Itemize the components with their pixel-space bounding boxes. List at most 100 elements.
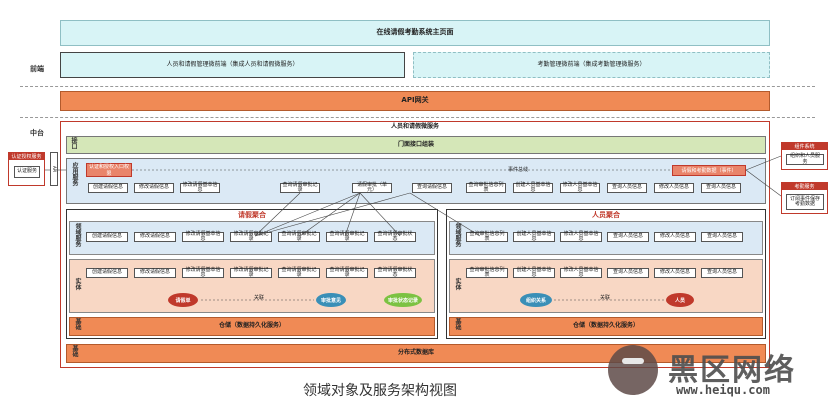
app-service-item-label: 请假审批（单元） (356, 181, 387, 193)
leave-entity-item-label: 修改请假信息 (139, 269, 170, 276)
leave-entity-item: 修改请假审批记录 (230, 267, 272, 278)
leave-base-label: 仓储（数据持久化服务） (218, 322, 285, 330)
leave-domain-item-label: 修改请假审批记录 (233, 230, 269, 242)
person-entity-item-label: 查询人员信息 (706, 269, 737, 276)
distributed-db-label: 分布式数据库 (397, 349, 434, 357)
left-auth-title-box: 认证授权服务 (8, 152, 45, 160)
person-domain-item: 查询人员信息 (701, 232, 743, 242)
watermark-text: 黑区网络 (668, 353, 796, 388)
app-service-item-label: 查询请假审批记录 (282, 181, 318, 193)
right-org-connector (745, 155, 782, 171)
person-domain-item: 修改人员信息 (654, 232, 696, 242)
person-entity-item: 修改人员基本信息 (560, 267, 602, 278)
right-attendance-title-box: 考勤服务 (781, 182, 828, 190)
leave-entity-item: 查询请假审批记录 (278, 266, 320, 278)
person-domain-item: 查询审批信息列表 (466, 230, 508, 242)
person-relation-label: 关联 (600, 295, 611, 301)
right-attendance-title: 考勤服务 (794, 183, 815, 190)
right-attendance-connector (745, 169, 782, 197)
right-org-title: 组件系统 (794, 143, 815, 150)
interface-label: 接口 (70, 137, 77, 149)
person-domain-item-label: 查询审批信息列表 (469, 230, 505, 242)
dashed-divider-mid (20, 117, 815, 118)
person-entity-name-1: 组织关系 (525, 297, 546, 304)
leave-entity-name-1: 请假单 (175, 297, 191, 304)
left-auth-item: 认证服务 (16, 168, 37, 175)
leave-domain-item: 修改请假基本信息 (182, 231, 224, 242)
left-auth-title: 认证授权服务 (11, 153, 42, 160)
cross-link-3 (344, 192, 361, 237)
right-org-item: 组织和人员服务 (789, 153, 820, 165)
cross-link-4 (359, 192, 401, 237)
leave-domain-item: 查询请假审批状态 (374, 231, 416, 242)
person-base-side-label: 基础 (454, 318, 461, 330)
person-entity-item: 查询人员信息 (701, 268, 743, 278)
api-gateway-bar: API网关 (60, 91, 770, 111)
portal-title-bar: 在线请假考勤系统主页面 (60, 20, 770, 46)
leave-entity-item-label: 查询请假审批记录 (281, 266, 317, 278)
interface-bar-label: 门面接口组装 (397, 140, 434, 148)
dashed-divider-top (20, 86, 815, 87)
app-service-item: 查询请假信息 (412, 183, 452, 193)
leave-domain-item-label: 创建请假信息 (91, 233, 122, 240)
app-service-item-label: 查询请假信息 (416, 184, 447, 191)
person-domain-label: 领域服务 (454, 223, 461, 247)
person-entity-label: 实体 (454, 278, 461, 290)
leave-domain-item-label: 修改请假信息 (139, 233, 170, 240)
app-service-item-label: 修改请假基本信息 (182, 181, 218, 193)
leave-base-side-label: 基础 (74, 318, 81, 330)
cross-link-7 (254, 192, 301, 237)
app-service-item-label: 创建请假信息 (92, 184, 123, 191)
person-domain-item: 创建人员基本信息 (513, 231, 555, 242)
leave-domain-item-label: 查询请假审批记录 (329, 230, 365, 242)
event-bus-label: 事件总线 (508, 167, 529, 173)
watermark-logo (608, 345, 658, 395)
leave-entity-item-label: 创建请假信息 (91, 269, 122, 276)
leave-entity-name-3: 审批状态记录 (387, 297, 418, 304)
app-service-item: 查询请假审批记录 (280, 181, 320, 193)
app-service-item: 创建人员基本信息 (513, 182, 553, 193)
app-service-label: 应用服务 (71, 162, 78, 186)
cross-link-2 (299, 192, 361, 237)
app-service-item: 创建请假信息 (88, 183, 128, 193)
app-service-item-label: 查询人员信息 (705, 184, 736, 191)
person-entity-item: 查询人员信息 (607, 268, 649, 278)
app-service-item: 查询人员信息 (607, 183, 647, 193)
app-service-band (66, 158, 766, 204)
leave-entity-oval-2: 审批意见 (316, 293, 346, 307)
cross-link-6 (254, 192, 411, 237)
leave-entity-name-2: 审批意见 (320, 297, 341, 304)
app-service-item: 修改请假基本信息 (180, 181, 220, 193)
person-entity-oval-1: 组织关系 (520, 293, 552, 307)
middle-platform-label: 中台 (30, 129, 44, 137)
person-aggregate-title: 人员聚合 (592, 211, 620, 219)
leave-domain-item: 查询请假审批记录 (326, 230, 368, 242)
leave-entity-item: 查询请假审批记录 (326, 266, 368, 278)
leave-entity-item-label: 查询请假审批记录 (329, 266, 365, 278)
app-service-item-label: 修改人员基本信息 (562, 181, 598, 193)
leave-aggregate-title: 请假聚合 (238, 211, 266, 219)
front-left-label: 人员和请假管理微前端（集成人员和请假微服务） (166, 60, 299, 68)
app-service-item: 修改请假信息 (134, 183, 174, 193)
cross-link-1 (254, 192, 361, 237)
services-container (60, 121, 770, 368)
app-service-item-label: 查询审批信息列表 (468, 181, 504, 193)
watermark-url: www.heiqu.com (676, 383, 770, 397)
app-event-box: 请假和考勤数据（事件） (672, 165, 746, 176)
right-org-title-box: 组件系统 (781, 142, 828, 150)
app-service-item-label: 修改人员信息 (658, 184, 689, 191)
person-domain-item-label: 修改人员信息 (659, 233, 690, 240)
person-entity-name-2: 人员 (674, 297, 685, 304)
app-auth-label: 认证和授权入口权限 (88, 164, 129, 177)
leave-domain-label: 领域服务 (74, 223, 81, 247)
leave-relation-label: 关联 (254, 295, 265, 301)
person-entity-item-label: 创建人员基本信息 (516, 266, 552, 278)
interface-row: 门面接口组装 (66, 136, 766, 154)
person-domain-item-label: 查询人员信息 (612, 233, 643, 240)
cross-link-5 (409, 192, 481, 237)
figure-caption: 领域对象及服务架构视图 (303, 383, 457, 399)
person-base-label: 仓储（数据持久化服务） (572, 322, 639, 330)
leave-domain-item: 修改请假审批记录 (230, 230, 272, 242)
front-right-box: 考勤管理微前端（集成考勤管理微服务） (413, 52, 770, 78)
